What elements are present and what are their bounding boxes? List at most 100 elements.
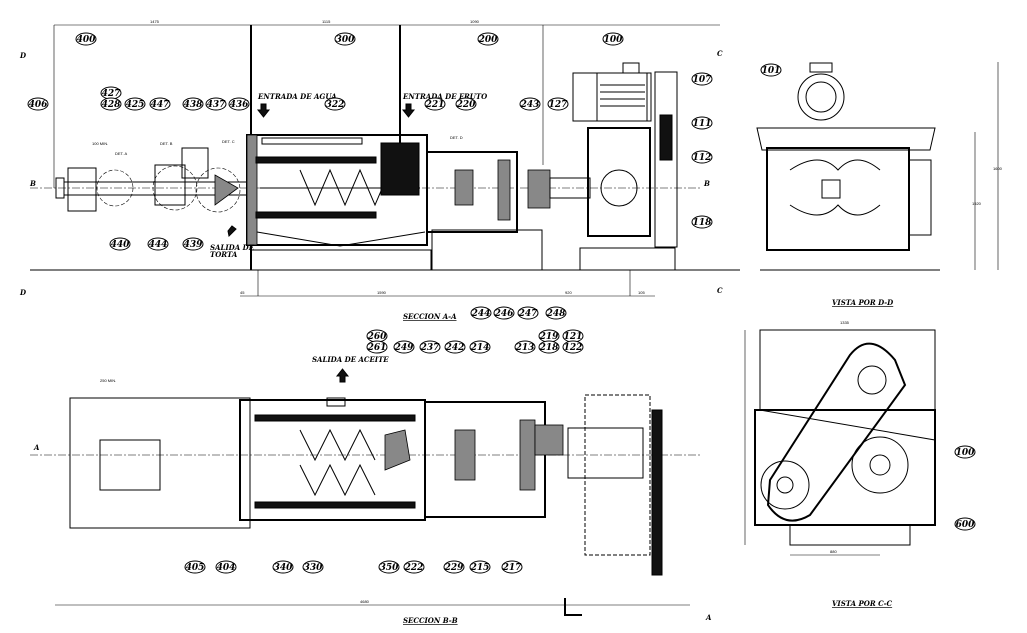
balloon-label: 447: [151, 100, 171, 110]
arrow-up-icon: [335, 368, 350, 383]
balloon-outline: [124, 97, 146, 111]
section-mark-d-top: D: [19, 51, 27, 60]
balloon-outline: [182, 97, 204, 111]
part-balloon: 214: [469, 340, 491, 354]
part-balloon: 217: [501, 560, 523, 574]
balloon-outline: [149, 97, 171, 111]
balloon-outline: [477, 32, 499, 46]
balloon-label: 300: [336, 35, 356, 45]
part-balloon: 219: [538, 329, 560, 343]
part-balloon: 200: [477, 32, 499, 46]
balloon-label: 222: [404, 563, 424, 573]
balloon-label: 220: [456, 100, 477, 110]
balloon-outline: [469, 560, 491, 574]
balloon-label: 244: [471, 309, 491, 319]
balloon-label: 219: [539, 332, 560, 342]
balloon-outline: [538, 340, 560, 354]
note-det-d: DET. D: [450, 135, 463, 140]
dim-105: 105: [638, 290, 645, 295]
balloon-outline: [602, 32, 624, 46]
note-det-c: DET. C: [222, 139, 235, 144]
part-balloon: 118: [691, 215, 713, 229]
balloon-label: 200: [478, 35, 499, 45]
dim-1475: 1475: [150, 19, 160, 24]
dim-1520: 1520: [972, 201, 982, 206]
part-balloon: 440: [109, 237, 131, 251]
section-mark-a-left: A: [33, 443, 40, 452]
balloon-label: 247: [518, 309, 539, 319]
notes: ENTRADA DE AGUA ENTRADA DE FRUTO SALIDA …: [92, 92, 488, 383]
balloon-outline: [334, 32, 356, 46]
view-titles: SECCION A-A VISTA POR D-D SECCION B-B VI…: [403, 298, 894, 625]
title-vista-d-d: VISTA POR D-D: [832, 298, 894, 307]
balloon-outline: [302, 560, 324, 574]
part-balloon: 260: [366, 329, 388, 343]
part-balloon: 436: [228, 97, 250, 111]
section-mark-b-left: B: [29, 179, 36, 188]
balloon-outline: [514, 340, 536, 354]
section-mark-c-top: C: [717, 49, 723, 58]
balloon-label: 260: [367, 332, 388, 342]
balloon-outline: [517, 306, 539, 320]
balloon-label: 213: [515, 343, 535, 353]
section-mark-a-right: A: [705, 613, 712, 622]
dim-1590: 1590: [377, 290, 387, 295]
note-entrada-agua: ENTRADA DE AGUA: [257, 92, 337, 101]
balloon-outline: [519, 97, 541, 111]
vista-c-c-drawing: [744, 329, 936, 556]
balloon-outline: [272, 560, 294, 574]
part-balloon: 439: [182, 237, 204, 251]
part-balloon: 237: [419, 340, 441, 354]
part-balloon: 215: [469, 560, 491, 574]
part-balloon: 447: [149, 97, 171, 111]
balloon-outline: [184, 560, 206, 574]
balloon-label: 427: [102, 89, 122, 99]
arrow-diagonal-icon: [227, 225, 237, 238]
part-balloon: 121: [562, 329, 584, 343]
balloon-label: 218: [539, 343, 560, 353]
balloon-label: 215: [470, 563, 490, 573]
balloon-label: 249: [394, 343, 415, 353]
part-balloon: 100: [602, 32, 624, 46]
section-mark-b-right: B: [703, 179, 710, 188]
arrow-down-icon: [256, 103, 271, 118]
balloon-label: 404: [217, 563, 236, 573]
dim-920: 920: [565, 290, 572, 295]
balloon-outline: [100, 97, 122, 111]
balloon-label: 600: [956, 520, 976, 530]
balloon-label: 229: [444, 563, 465, 573]
balloon-label: 330: [304, 563, 324, 573]
dim-1335: 1335: [840, 320, 850, 325]
balloon-outline: [760, 63, 782, 77]
part-balloon: 218: [538, 340, 560, 354]
part-balloon: 600: [954, 517, 976, 531]
balloon-label: 248: [546, 309, 567, 319]
balloon-label: 112: [693, 153, 712, 163]
part-balloon: 437: [205, 97, 227, 111]
balloon-label: 107: [693, 75, 713, 85]
dim-1090: 1090: [470, 19, 480, 24]
balloon-outline: [501, 560, 523, 574]
part-balloon: 350: [378, 560, 400, 574]
dimension-texts: 1475 1115 1090 45 1590 920 105 1520 1600…: [150, 19, 1003, 604]
balloon-outline: [424, 97, 446, 111]
part-balloon: 246: [493, 306, 515, 320]
balloon-outline: [493, 306, 515, 320]
part-balloon: 428: [100, 97, 122, 111]
balloon-outline: [443, 560, 465, 574]
balloon-label: 444: [149, 240, 168, 250]
balloon-label: 111: [693, 119, 712, 129]
note-250-min: 250 MIN.: [100, 378, 116, 383]
dim-880: 880: [830, 549, 837, 554]
part-balloon: 127: [547, 97, 569, 111]
balloon-outline: [954, 445, 976, 459]
section-mark-c-bottom: C: [717, 286, 723, 295]
balloon-label: 439: [184, 240, 204, 250]
balloon-outline: [205, 97, 227, 111]
title-seccion-b-b: SECCION B-B: [403, 616, 458, 625]
note-det-a: DET. A: [115, 151, 128, 156]
part-balloon: 444: [147, 237, 169, 251]
balloon-outline: [470, 306, 492, 320]
part-balloon: 247: [517, 306, 539, 320]
